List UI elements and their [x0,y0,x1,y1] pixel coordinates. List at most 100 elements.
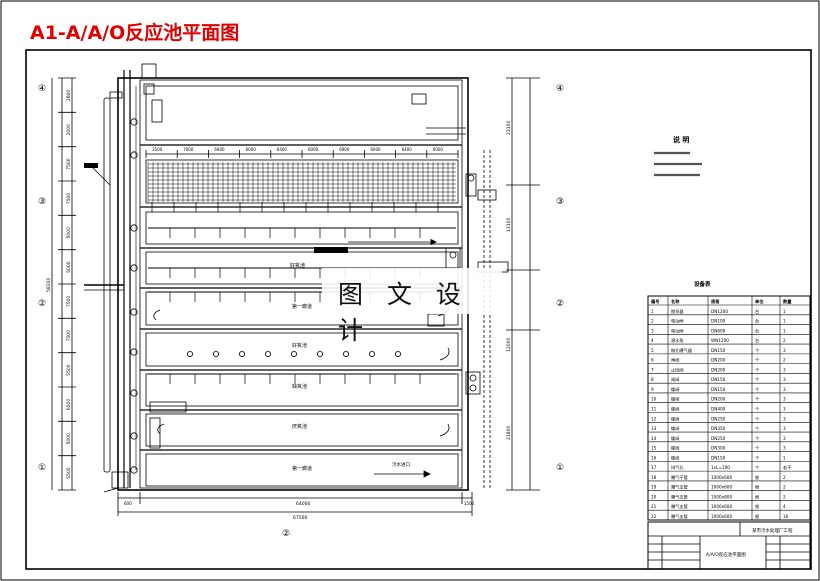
table-cell: 3 [783,348,786,353]
axis-labels: ④ ③ ② ① ④ ③ ② ① ② [38,84,564,539]
table-cell: DN600 [711,328,726,333]
table-cell: 蝶阀 [671,386,679,393]
table-cell: 1 [651,309,654,314]
right-dimension: 13100 [506,218,512,232]
drawing-name: A/A/O反应池平面图 [706,551,746,558]
table-cell: 3 [783,377,786,382]
table-cell: 个 [755,455,760,460]
axis-label: ① [556,463,564,473]
table-cell: 个 [755,436,760,441]
top-dimension-value: 6400 [277,147,288,152]
table-cell: 蝶阀 [671,425,679,432]
table-cell: 1000x600 [711,504,732,509]
table-cell: 止回阀 [671,366,684,373]
table-cell: 根 [755,513,760,520]
table-cell: 16 [651,455,657,460]
mixer-symbol [290,350,297,357]
table-cell: 台 [755,318,759,325]
bottom-dimension-chain: 64000 67500 600 1500 [117,492,475,521]
axis-label: ④ [38,84,46,94]
table-cell: 13 [651,426,657,431]
axis-label: ② [38,299,46,309]
table-cell: 若干 [783,464,791,471]
table-cell: 曝气干管 [671,474,688,481]
table-cell: 12 [651,416,657,421]
table-cell: 蝶阀 [671,435,679,442]
table-cell: DN200 [711,358,726,363]
zone-label: 好氧池 [292,342,307,349]
top-dimension-value: 6000 [370,147,381,152]
table-cell: DN150 [711,455,726,460]
notes-heading: 说 明 [673,135,689,144]
table-cell: 4 [783,504,786,509]
right-dimension: 12000 [506,338,512,352]
project-name: 某市污水处理厂工程 [752,527,793,534]
mixer-symbol [212,350,219,357]
top-dimension-value: 6000 [246,147,257,152]
table-cell: 3 [783,407,786,412]
table-cell: DN350 [711,426,726,431]
table-cell: 闸阀 [671,357,679,364]
axis-label: ③ [38,197,46,207]
table-column-header: 名称 [671,298,680,305]
table-cell: 台 [755,337,759,344]
table-cell: 个 [755,348,760,353]
table-cell: DN1200 [711,309,728,314]
table-cell: 7 [651,367,654,372]
table-cell: 闸阀 [671,376,679,383]
left-dimension-value: 7500 [66,296,72,308]
table-cell: 曝气支管 [671,513,688,520]
table-cell: 2 [783,475,786,480]
table-cell: 10 [651,397,657,402]
flow-label: 污水进口 [392,461,410,468]
table-cell: DN150 [711,348,726,353]
table-cell: 根 [755,484,760,491]
table-cell: 4 [651,338,654,343]
table-cell: 1000x600 [711,514,732,519]
table-cell: 排气孔 [671,464,684,471]
table-cell: 19 [651,485,657,490]
table-cell: 个 [755,397,760,402]
table-cell: DN100 [711,319,726,324]
axis-label: ④ [556,84,564,94]
left-dimension-value: 7500 [66,158,72,170]
table-cell: 1000x600 [711,485,732,490]
zone-label: 厌氧池 [292,423,307,430]
table-cell: 3 [651,328,654,333]
mixer-symbol [342,350,349,357]
pipe-risers [84,63,187,493]
table-cell: DN250 [711,436,726,441]
table-cell: 3 [783,426,786,431]
table-cell: 个 [755,387,760,392]
table-cell: 个 [755,465,760,470]
table-cell: 1 [783,455,786,460]
left-dimension-value: 5000 [66,433,72,445]
top-dimension-value: 6900 [339,147,350,152]
table-cell: 个 [755,377,760,382]
table-title: 设备表 [694,280,711,288]
table-column-header: 编号 [651,298,659,305]
zone-label: 第一廊道 [292,465,312,472]
page-title: A1-A/A/O反应池平面图 [30,22,240,44]
table-cell: 1 [783,328,786,333]
table-cell: DN300 [711,446,726,451]
table-column-header: 规格 [711,298,720,305]
diffuser-laterals [148,227,456,384]
table-cell: DN150 [711,377,726,382]
bottom-left-dimension: 600 [124,501,132,506]
table-cell: 14 [651,436,657,441]
left-dimension-value: 2600 [66,90,72,102]
table-cell: 蝶阀 [671,396,679,403]
zone-label: 第一廊道 [292,303,312,310]
table-cell: 11 [651,407,657,412]
table-cell: 蝶阀 [671,454,679,461]
mixer-symbol [368,350,375,357]
table-cell: 15 [651,446,657,451]
table-cell: 1000x800 [711,494,732,499]
table-cell: 1 [783,309,786,314]
left-dimension-value: 7500 [66,330,72,342]
table-cell: 18 [651,475,657,480]
mixer-symbol [316,350,323,357]
table-cell: 3 [783,436,786,441]
table-cell: 2 [783,494,786,499]
